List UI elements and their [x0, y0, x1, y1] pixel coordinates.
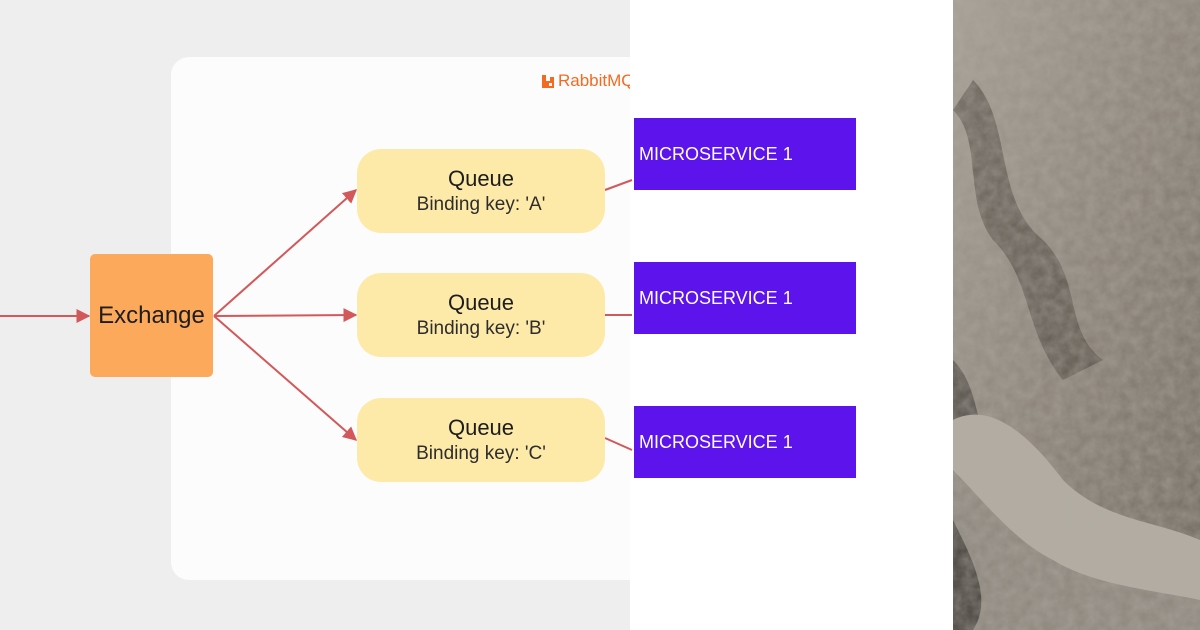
exchange-to-queue-b-arrow [213, 308, 358, 323]
queue-title: Queue [447, 415, 515, 440]
exchange-label: Exchange [98, 301, 205, 329]
queue-title: Queue [447, 166, 515, 191]
queue-c-to-service-line [604, 437, 633, 451]
exchange-to-queue-a-arrow [213, 189, 358, 317]
queue-a-to-service-line [604, 179, 633, 191]
microservice-label: MICROSERVICE 1 [639, 431, 793, 452]
queue-node-c: Queue Binding key: 'C' [357, 398, 605, 482]
queue-title: Queue [447, 290, 515, 315]
queue-binding-key: Binding key: 'A' [416, 194, 546, 215]
rock-photo [953, 0, 1200, 630]
exchange-node: Exchange [90, 254, 213, 377]
logo-text: RabbitMQ [558, 72, 630, 90]
microservice-node-1: MICROSERVICE 1 [634, 118, 856, 190]
rabbitmq-logo: RabbitMQ [541, 72, 630, 90]
queue-node-b: Queue Binding key: 'B' [357, 273, 605, 357]
rabbitmq-logo-icon [542, 74, 554, 88]
queue-binding-key: Binding key: 'C' [416, 443, 546, 464]
rock-texture-image [953, 0, 1200, 630]
queue-node-a: Queue Binding key: 'A' [357, 149, 605, 233]
exchange-to-queue-c-arrow [213, 315, 358, 441]
microservice-label: MICROSERVICE 1 [639, 287, 793, 308]
microservice-label: MICROSERVICE 1 [639, 143, 793, 164]
queue-binding-key: Binding key: 'B' [416, 318, 546, 339]
microservice-node-2: MICROSERVICE 1 [634, 262, 856, 334]
microservice-node-3: MICROSERVICE 1 [634, 406, 856, 478]
